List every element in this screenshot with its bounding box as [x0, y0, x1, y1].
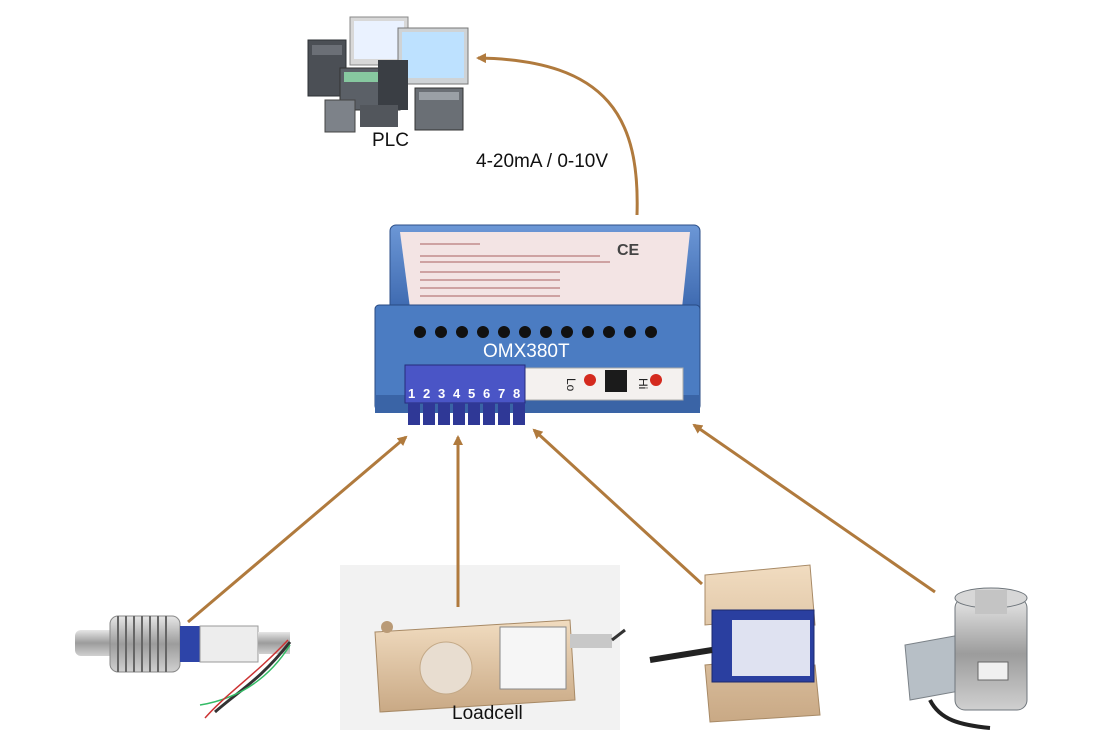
loadcell-label: Loadcell: [452, 703, 523, 724]
lo-label: Lo: [564, 378, 578, 392]
terminal-4: 4: [453, 386, 461, 401]
ce-mark: CE: [617, 242, 640, 259]
terminal-7: 7: [498, 386, 505, 401]
terminal-5: 5: [468, 386, 475, 401]
terminal-6: 6: [483, 386, 490, 401]
terminal-2: 2: [423, 386, 430, 401]
plc-label: PLC: [372, 130, 409, 151]
signal-label: 4-20mA / 0-10V: [476, 151, 609, 172]
arrow-canister-cell: [692, 423, 936, 594]
shear-beam-loadcell-image: [340, 565, 626, 730]
lo-button[interactable]: [584, 374, 596, 386]
terminal-3: 3: [438, 386, 445, 401]
terminal-8: 8: [513, 386, 520, 401]
arrow-bellows-cell: [187, 435, 408, 624]
label-sticker: [400, 232, 690, 308]
bellows-loadcell-image: [75, 615, 292, 719]
omx380t-module: [374, 224, 701, 425]
terminal-1: 1: [408, 386, 415, 401]
device-name: OMX380T: [483, 341, 570, 362]
dip-switch[interactable]: [605, 370, 627, 392]
arrow-to-plc: [476, 53, 639, 216]
terminal-block: [404, 364, 526, 404]
canister-loadcell-image: [904, 587, 1028, 730]
plc-image: [307, 16, 469, 133]
s-type-loadcell-image: [649, 564, 821, 723]
arrow-s-type-cell: [532, 428, 704, 586]
hi-label: Hi: [636, 378, 650, 389]
hi-button[interactable]: [650, 374, 662, 386]
